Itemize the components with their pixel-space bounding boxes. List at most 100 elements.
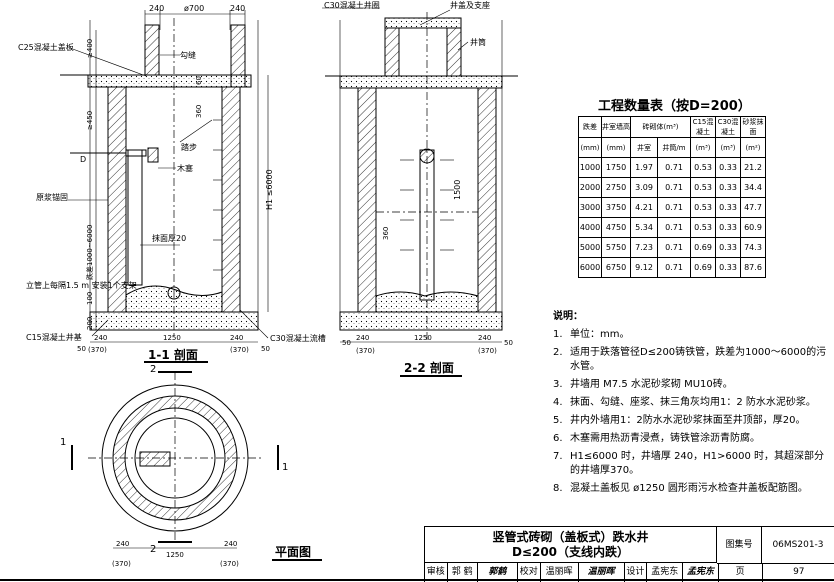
- review-label: 审核: [425, 563, 448, 582]
- sub-4: (m³): [690, 137, 716, 158]
- neck22-right: [446, 27, 462, 77]
- dim22-b6: (370): [356, 347, 375, 355]
- dim22-b5: 50: [504, 339, 513, 347]
- cell: 21.2: [740, 157, 766, 178]
- cell: 0.53: [690, 217, 716, 238]
- note-text: 木塞需用热沥青浸煮，铸铁管涂沥青防腐。: [570, 433, 760, 444]
- note-item: 7.H1≤6000 时，井墙厚 240，H1>6000 时，其超深部分的井墙厚3…: [553, 450, 829, 478]
- plan-inner-ring: [134, 417, 216, 499]
- page-label: 页: [719, 563, 763, 582]
- note-item: 3. 井墙用 M7.5 水泥砂浆砌 MU10砖。: [553, 378, 829, 392]
- cell: 6000: [578, 257, 602, 278]
- note-num: 7.: [553, 451, 563, 462]
- note-item: 8.混凝土盖板见 ø1250 圆形雨污水检查井盖板配筋图。: [553, 482, 829, 496]
- note-num: 4.: [553, 397, 563, 408]
- cell: 2000: [578, 177, 602, 198]
- cover-frame: [384, 17, 462, 29]
- design-label: 设计: [625, 563, 648, 582]
- chamber-wall-right: [221, 86, 241, 313]
- cover-slab-right: [230, 74, 252, 88]
- dim-360: 360: [195, 105, 203, 118]
- table-title: 工程数量表（按D=200）: [598, 99, 751, 114]
- sub-0: (mm): [578, 137, 602, 158]
- notes: 说明： 1.单位：mm。 2.适用于跌落管径D≤200铸铁管，跌差为1000～6…: [553, 310, 829, 500]
- th-plaster: 砂浆抹面: [740, 116, 766, 138]
- note-text: 抹面、勾缝、座浆、抹三角灰均用1：2 防水水泥砂浆。: [570, 397, 816, 408]
- cell: 0.71: [657, 217, 691, 238]
- cell: 0.53: [690, 177, 716, 198]
- plan-dim-2: 1250: [166, 551, 184, 559]
- section-2-2: C30混凝土井圈 井盖及支座 井筒 1500 360 50: [322, 0, 518, 377]
- marker-1-right: 1: [282, 462, 288, 473]
- cell: 3.09: [630, 177, 658, 198]
- dim-D: D: [80, 155, 86, 164]
- dim-b6: (370): [88, 346, 107, 354]
- dim-drop: 跌差1000~6000: [85, 225, 94, 281]
- cell: 74.3: [740, 237, 766, 258]
- note-num: 3.: [553, 379, 563, 390]
- cell: 4750: [601, 217, 631, 238]
- note-num: 5.: [553, 415, 563, 426]
- note-item: 1.单位：mm。: [553, 328, 829, 342]
- drop-pipe: [127, 149, 143, 286]
- note-num: 2.: [553, 347, 563, 358]
- note-text: 井墙用 M7.5 水泥砂浆砌 MU10砖。: [570, 379, 733, 390]
- marker-1-left: 1: [60, 437, 66, 448]
- signature-row: 审核 郭 鹤 郭鹤 校对 温丽晖 温丽晖 设计 孟宪东 孟宪东 页 97: [425, 563, 834, 582]
- dim-top-right: 240: [230, 4, 245, 13]
- label-plaster: 抹面厚20: [152, 233, 186, 243]
- sub-3: 井筒/m: [657, 137, 691, 158]
- plug: [147, 147, 159, 163]
- wall22-right: [477, 87, 497, 313]
- cell: 34.4: [740, 177, 766, 198]
- cell: 2750: [601, 177, 631, 198]
- dim-b3: 1250: [163, 334, 181, 342]
- cell: 47.7: [740, 197, 766, 218]
- cell: 0.33: [715, 197, 741, 218]
- dim22-b3: 1250: [414, 334, 432, 342]
- cell: 0.71: [657, 177, 691, 198]
- cell: 6750: [601, 257, 631, 278]
- cell: 5750: [601, 237, 631, 258]
- cell: 4000: [578, 217, 602, 238]
- dim-h1: H1 ≤6000: [265, 169, 274, 210]
- cell: 0.33: [715, 237, 741, 258]
- dim-top-left: 240: [149, 4, 164, 13]
- dim22-b2: 240: [356, 334, 369, 342]
- cell: 0.71: [657, 257, 691, 278]
- note-num: 8.: [553, 483, 563, 494]
- dim22-360: 360: [382, 227, 390, 240]
- sub-2: 井室: [630, 137, 658, 158]
- check-signature: 温丽晖: [579, 563, 625, 582]
- check-name: 温丽晖: [541, 563, 579, 582]
- title-block: 竖管式砖砌（盖板式）跌水井 D≤200（支线内跌） 图集号 06MS201-3 …: [424, 526, 834, 582]
- inlet-pipe: [125, 149, 147, 157]
- note-item: 4. 抹面、勾缝、座浆、抹三角灰均用1：2 防水水泥砂浆。: [553, 396, 829, 410]
- cell: 0.71: [657, 157, 691, 178]
- dim22-b4: 240: [478, 334, 491, 342]
- cell: 0.69: [690, 237, 716, 258]
- note-text: 适用于跌落管径D≤200铸铁管，跌差为1000～6000的污水管。: [570, 347, 827, 372]
- th-brick: 砖砌体(m³): [630, 116, 691, 138]
- neck-wall-left: [144, 24, 160, 76]
- cell: 0.71: [657, 197, 691, 218]
- note-num: 6.: [553, 433, 563, 444]
- label-bracket: 立管上每隔1.5 m 安装1个支架: [26, 280, 137, 290]
- plan-title: 平面图: [275, 545, 311, 559]
- dim22-b1: 50: [342, 339, 351, 347]
- label-top-concrete: C30混凝土井圈: [324, 0, 380, 10]
- dim22-b7: (370): [478, 347, 497, 355]
- sub-1: (mm): [601, 137, 631, 158]
- label-plug: 木塞: [177, 163, 193, 173]
- cell: 0.53: [690, 157, 716, 178]
- cell: 0.71: [657, 237, 691, 258]
- note-item: 5.井内外墙用1：2防水水泥砂浆抹面至井顶部，厚20。: [553, 414, 829, 428]
- th-c15: C15混凝土: [690, 116, 716, 138]
- check-label: 校对: [518, 563, 541, 582]
- cell: 87.6: [740, 257, 766, 278]
- marker-2-bottom: 2: [150, 544, 156, 555]
